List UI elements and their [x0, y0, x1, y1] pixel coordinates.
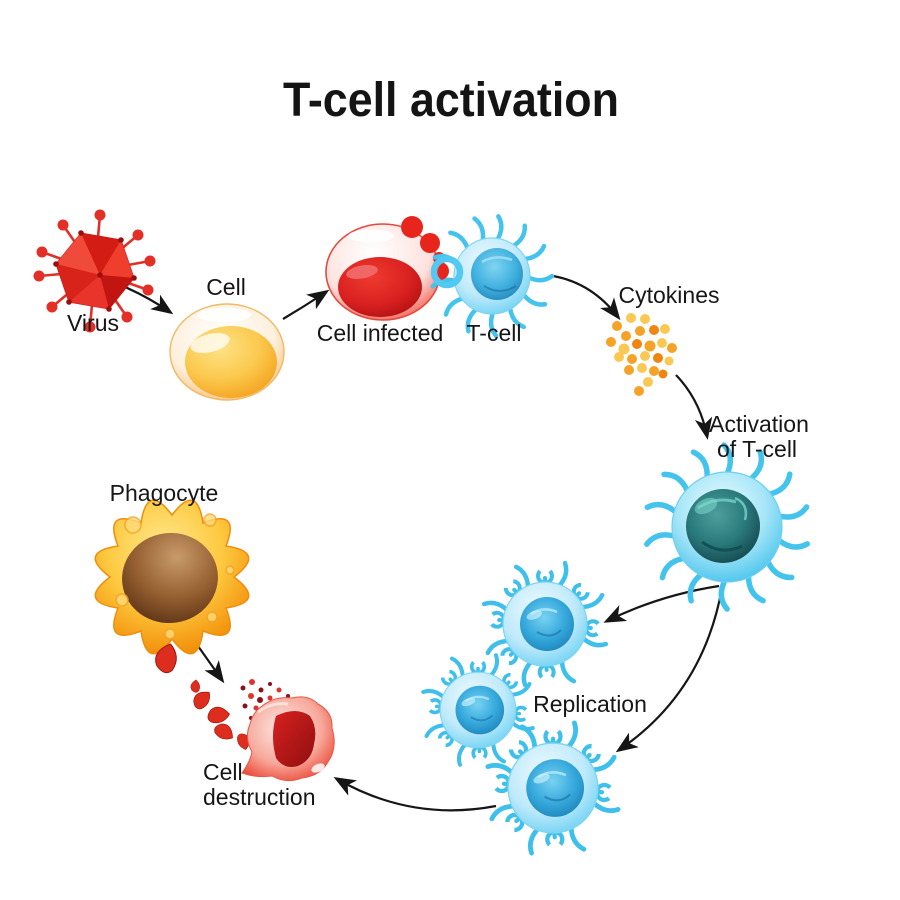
cytokines-icon — [606, 313, 677, 396]
viral-bud — [401, 216, 423, 238]
cell-label: Cell — [206, 274, 246, 300]
viral-bud — [420, 233, 440, 253]
flow-arrows — [117, 274, 724, 812]
cell-destruction-label-line1: Cell — [203, 759, 243, 785]
cell-icon — [169, 303, 285, 401]
virus-icon — [33, 209, 156, 333]
phagocyte-icon — [94, 499, 250, 655]
tcr-receptor-ring — [430, 255, 464, 289]
destroyed-cell-icon — [241, 696, 335, 782]
infected-cell-icon — [325, 216, 445, 321]
virus-label: Virus — [67, 310, 119, 336]
replicated-t-cell-3 — [488, 723, 618, 853]
activation-label-line1: Activation — [709, 411, 809, 437]
arrow-cytokines-to-activation — [675, 374, 713, 440]
arrow-activation-to-replication-1 — [603, 584, 720, 623]
replicated-t-cell-2 — [423, 655, 532, 764]
phagocyte-label: Phagocyte — [110, 480, 219, 506]
arrow-replication-to-destruction — [333, 777, 497, 812]
arrow-activation-to-replication-2 — [615, 587, 724, 753]
cell-infected-label: Cell infected — [317, 320, 444, 346]
t-cell-label: T-cell — [467, 320, 522, 346]
cytokines-label: Cytokines — [619, 282, 720, 308]
replication-label: Replication — [533, 691, 647, 717]
arrow-phagocyte-to-debris — [197, 645, 225, 684]
replicated-t-cell-1 — [484, 563, 606, 685]
activated-t-cell-icon — [646, 445, 808, 609]
arrow-tcell-to-cytokines — [552, 274, 621, 321]
arrow-cell-to-infected — [282, 289, 330, 320]
page-title: T-cell activation — [283, 74, 619, 127]
t-cell-icon — [431, 216, 552, 336]
cell-destruction-label-line2: destruction — [203, 784, 316, 810]
activation-label-line2: of T-cell — [717, 436, 797, 462]
